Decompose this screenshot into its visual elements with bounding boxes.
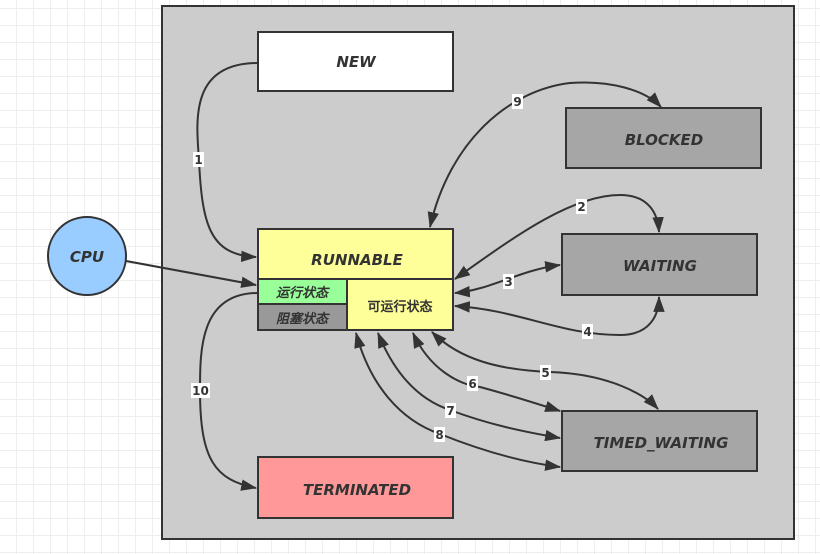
- cpu-node[interactable]: CPU: [47, 216, 127, 296]
- state-waiting-label: WAITING: [623, 257, 697, 275]
- svg-text:5: 5: [541, 366, 549, 380]
- edge-label-4: 4: [582, 324, 593, 339]
- edge-label-3: 3: [503, 274, 514, 289]
- svg-text:4: 4: [583, 325, 591, 339]
- cpu-label: CPU: [70, 248, 104, 266]
- substate-blocked[interactable]: [257, 303, 348, 331]
- edge-label-8: 8: [434, 427, 445, 442]
- edge-label-9: 9: [512, 94, 523, 109]
- edge-2: [454, 193, 664, 280]
- edge-cpu-to-running: [125, 260, 258, 288]
- state-runnable-label: RUNNABLE: [311, 251, 403, 269]
- edge-label-7: 7: [445, 403, 456, 418]
- substate-blocked-label: 阻塞状态: [276, 311, 330, 327]
- svg-text:8: 8: [435, 428, 443, 442]
- state-new-label: NEW: [336, 53, 377, 71]
- state-timed-waiting[interactable]: TIMED_WAITING: [561, 410, 758, 472]
- state-terminated-label: TERMINATED: [303, 481, 411, 499]
- svg-text:9: 9: [513, 95, 521, 109]
- edge-label-6: 6: [467, 376, 478, 391]
- svg-text:7: 7: [446, 404, 454, 418]
- svg-text:2: 2: [577, 200, 585, 214]
- edge-label-1: 1: [193, 152, 204, 167]
- state-blocked-label: BLOCKED: [625, 131, 704, 149]
- svg-text:3: 3: [504, 275, 512, 289]
- svg-text:10: 10: [192, 384, 209, 398]
- state-new[interactable]: NEW: [257, 31, 454, 92]
- edge-label-2: 2: [576, 199, 587, 214]
- edge-label-10: 10: [191, 383, 210, 398]
- svg-text:6: 6: [468, 377, 476, 391]
- svg-text:1: 1: [194, 153, 202, 167]
- state-terminated[interactable]: TERMINATED: [257, 456, 454, 519]
- substate-running-label: 运行状态: [276, 285, 330, 301]
- state-runnable[interactable]: RUNNABLE 可运行状态 运行状态 阻塞状态: [257, 228, 454, 331]
- edge-label-5: 5: [540, 365, 551, 380]
- state-timed-waiting-label: TIMED_WAITING: [594, 434, 729, 452]
- state-blocked[interactable]: BLOCKED: [565, 107, 762, 169]
- state-waiting[interactable]: WAITING: [561, 233, 758, 296]
- substate-ready-label: 可运行状态: [367, 299, 432, 315]
- edge-9: [427, 81, 662, 229]
